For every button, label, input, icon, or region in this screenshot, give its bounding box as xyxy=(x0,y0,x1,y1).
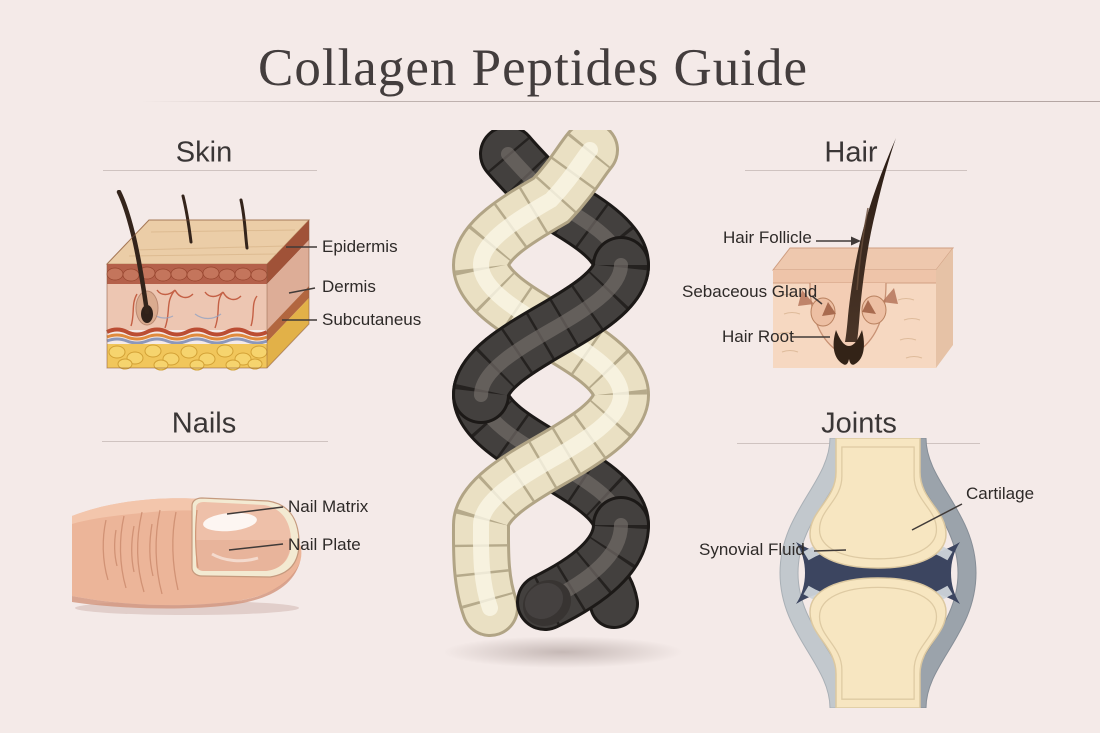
hair-heading-rule xyxy=(745,170,967,171)
nails-heading-rule xyxy=(102,441,328,442)
section-heading-joints: Joints xyxy=(821,407,897,440)
label-hair-root: Hair Root xyxy=(722,327,794,346)
label-hair-follicle: Hair Follicle xyxy=(723,228,812,247)
label-epidermis: Epidermis xyxy=(322,237,398,256)
fingernail-illustration xyxy=(72,497,302,615)
page-title: Collagen Peptides Guide xyxy=(258,39,808,97)
skin-heading-rule xyxy=(103,170,317,171)
label-sebaceous-gland: Sebaceous Gland xyxy=(682,282,818,301)
skin-cross-section-illustration xyxy=(105,190,311,371)
label-cartilage: Cartilage xyxy=(966,484,1035,503)
label-nail-plate: Nail Plate xyxy=(288,535,361,554)
label-synovial-fluid: Synovial Fluid xyxy=(699,540,805,559)
section-heading-nails: Nails xyxy=(171,407,237,440)
label-nail-matrix: Nail Matrix xyxy=(288,497,369,516)
hair-follicle-illustration xyxy=(771,138,955,368)
label-subcutaneus: Subcutaneus xyxy=(322,310,422,329)
section-heading-skin: Skin xyxy=(175,136,233,169)
label-dermis: Dermis xyxy=(322,277,376,296)
collagen-helix-illustration xyxy=(443,130,683,668)
section-heading-hair: Hair xyxy=(824,136,878,169)
synovial-joint-illustration xyxy=(779,438,977,708)
title-divider xyxy=(140,101,1100,102)
